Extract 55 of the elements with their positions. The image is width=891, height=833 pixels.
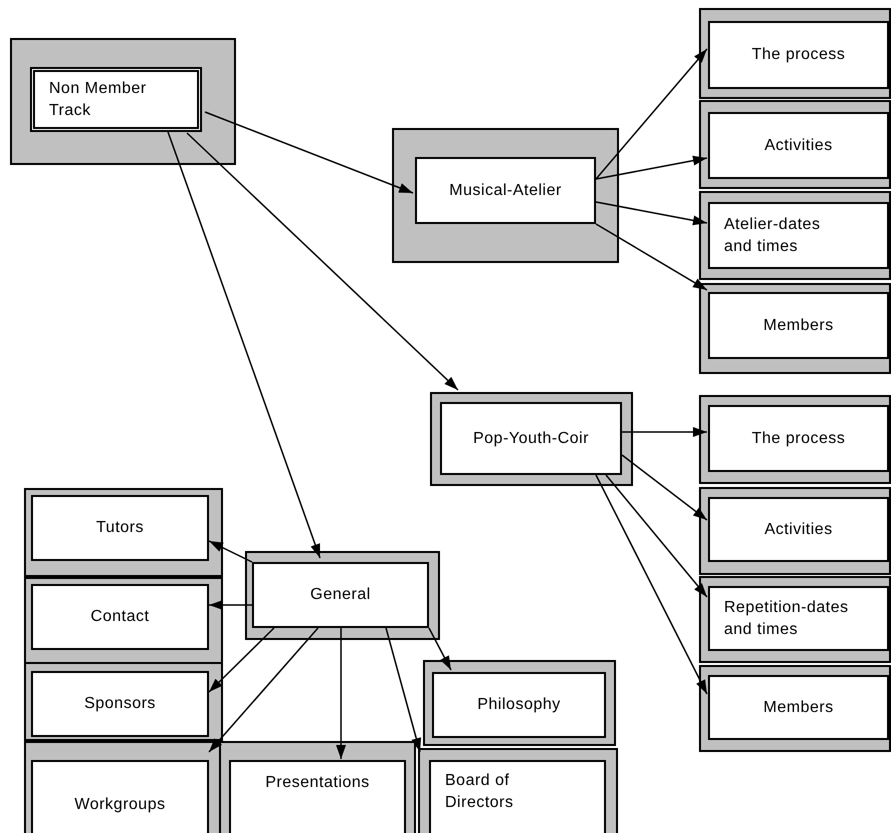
box-label: Pop-Youth-Coir <box>473 428 589 448</box>
nested-box <box>430 392 633 486</box>
box-label: Musical-Atelier <box>449 180 562 200</box>
nested-box <box>699 665 891 752</box>
nested-box <box>699 395 891 484</box>
arrow <box>596 201 708 226</box>
arrow <box>596 156 708 180</box>
box-label: Tutors <box>96 518 144 538</box>
nested-box <box>699 283 891 374</box>
box-label: Presentations <box>265 773 370 793</box>
nested-box <box>392 128 619 263</box>
box-label: Atelier-dates and times <box>724 214 822 256</box>
box-label: The process <box>752 45 846 65</box>
arrow <box>208 628 319 752</box>
nested-box <box>219 741 416 833</box>
arrow <box>622 427 707 437</box>
nested-box <box>699 191 891 280</box>
nested-box <box>24 662 223 741</box>
arrow <box>605 474 708 598</box>
arrow <box>208 540 252 563</box>
box-label: Workgroups <box>74 795 166 815</box>
nested-box <box>699 100 891 189</box>
arrow <box>186 132 459 391</box>
box-label: Members <box>763 316 834 336</box>
arrow <box>622 454 708 521</box>
box-label: Board of Directors <box>445 771 515 813</box>
box-label: Sponsors <box>84 694 156 714</box>
box-label: General <box>310 585 371 605</box>
arrow <box>595 48 708 180</box>
nested-box <box>24 488 223 577</box>
arrow <box>336 628 346 759</box>
nested-box <box>423 660 616 746</box>
arrow <box>385 628 422 752</box>
nested-box <box>699 576 891 663</box>
arrow <box>595 474 708 694</box>
arrow <box>204 111 414 194</box>
arrow <box>596 223 708 291</box>
box-label: The process <box>752 428 846 448</box>
arrow <box>208 627 275 693</box>
box-label: Philosophy <box>477 695 561 715</box>
box-label: Members <box>763 698 834 718</box>
nested-box <box>24 577 223 664</box>
nested-box <box>10 38 236 165</box>
arrow <box>209 600 252 610</box>
arrow <box>167 132 321 558</box>
nested-box <box>418 748 618 833</box>
box-label: Non Member Track <box>49 78 148 120</box>
box-label: Activities <box>764 520 833 540</box>
nested-box <box>699 8 891 99</box>
nested-box <box>699 487 891 575</box>
arrow <box>428 628 452 670</box>
box-label: Repetition-dates and times <box>724 598 850 640</box>
nested-box <box>245 551 440 640</box>
box-label: Contact <box>90 607 150 627</box>
box-label: Activities <box>764 136 833 156</box>
